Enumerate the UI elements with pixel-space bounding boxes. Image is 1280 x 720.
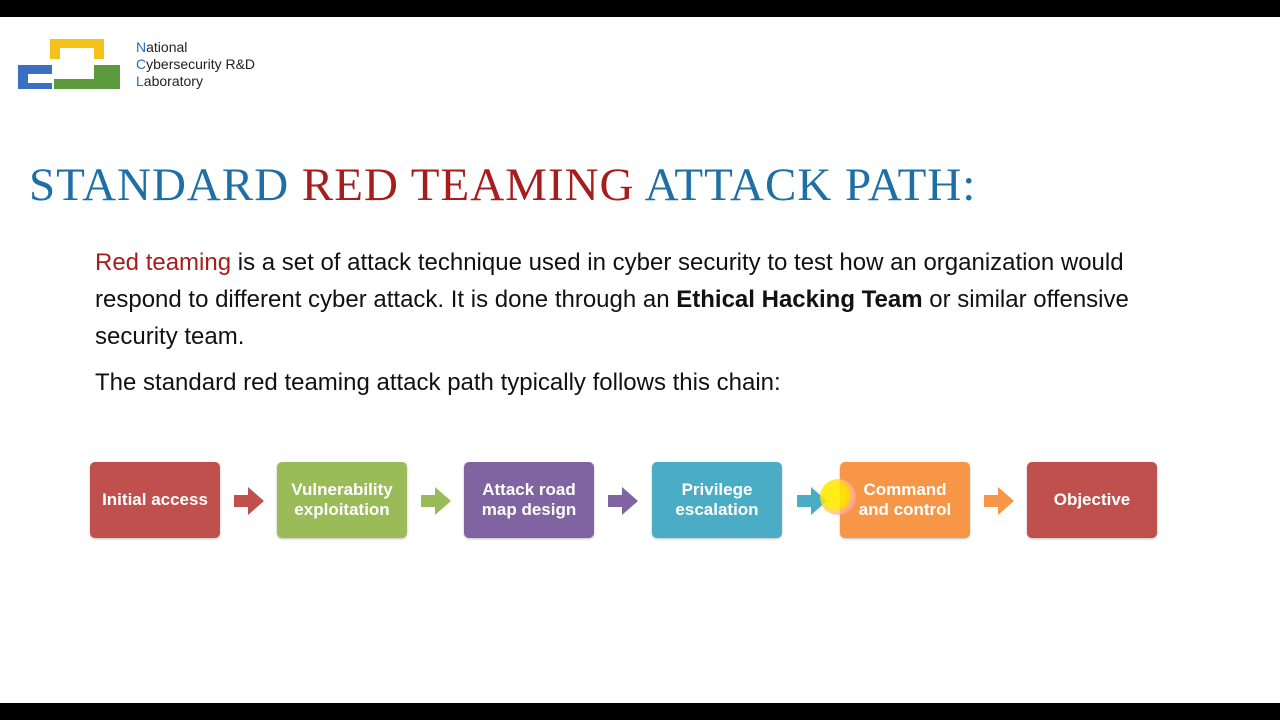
chain-step-5: Command and control xyxy=(840,462,970,538)
lab-name-initial-n: N xyxy=(136,39,147,55)
lab-name-rest-1: ational xyxy=(146,39,188,55)
lab-name-rest-2: ybersecurity R&D xyxy=(146,56,256,72)
chain-intro-paragraph: The standard red teaming attack path typ… xyxy=(95,369,781,396)
slide-title: STANDARD RED TEAMING ATTACK PATH: xyxy=(29,157,976,213)
lab-name-initial-l: L xyxy=(136,73,144,89)
title-part-red-teaming: RED TEAMING xyxy=(301,159,635,211)
chain-step-label: Initial access xyxy=(102,490,208,509)
lab-name-line-1: National xyxy=(136,39,255,56)
red-teaming-term: Red teaming xyxy=(95,249,232,276)
lab-name-line-2: Cybersecurity R&D xyxy=(136,56,255,73)
intro-text-b: or similar offensive security team. xyxy=(95,286,1129,350)
chain-arrow-icon xyxy=(608,487,638,515)
chain-step-1: Initial access xyxy=(90,462,220,538)
lab-name-rest-3: aboratory xyxy=(143,73,203,89)
lab-logo xyxy=(18,39,120,89)
chain-step-label: Privilege escalation xyxy=(675,480,759,519)
chain-arrow-icon xyxy=(797,487,827,515)
chain-arrow-icon xyxy=(421,487,451,515)
chain-step-label: Attack road map design xyxy=(481,480,577,519)
lab-name: National Cybersecurity R&D Laboratory xyxy=(136,39,255,90)
chain-step-label: Command and control xyxy=(858,480,952,519)
intro-paragraph: Red teaming is a set of attack technique… xyxy=(95,244,1205,355)
lab-name-line-3: Laboratory xyxy=(136,73,255,90)
chain-arrow-icon xyxy=(984,487,1014,515)
slide: National Cybersecurity R&D Laboratory ST… xyxy=(0,17,1280,703)
chain-step-4: Privilege escalation xyxy=(652,462,782,538)
chain-step-2: Vulnerability exploitation xyxy=(277,462,407,538)
chain-step-3: Attack road map design xyxy=(464,462,594,538)
attack-chain-diagram: Initial access Vulnerability exploitation… xyxy=(0,17,1280,703)
chain-step-6: Objective xyxy=(1027,462,1157,538)
lab-name-initial-c: C xyxy=(136,56,147,72)
chain-arrow-icon xyxy=(234,487,264,515)
chain-step-label: Objective xyxy=(1053,490,1131,509)
title-part-attack-path: ATTACK PATH: xyxy=(634,159,977,211)
intro-text-a: is a set of attack technique used in cyb… xyxy=(95,249,1124,313)
ethical-hacking-team-term: Ethical Hacking Team xyxy=(676,286,923,313)
title-part-standard: STANDARD xyxy=(29,159,302,211)
chain-step-label: Vulnerability exploitation xyxy=(291,480,393,519)
